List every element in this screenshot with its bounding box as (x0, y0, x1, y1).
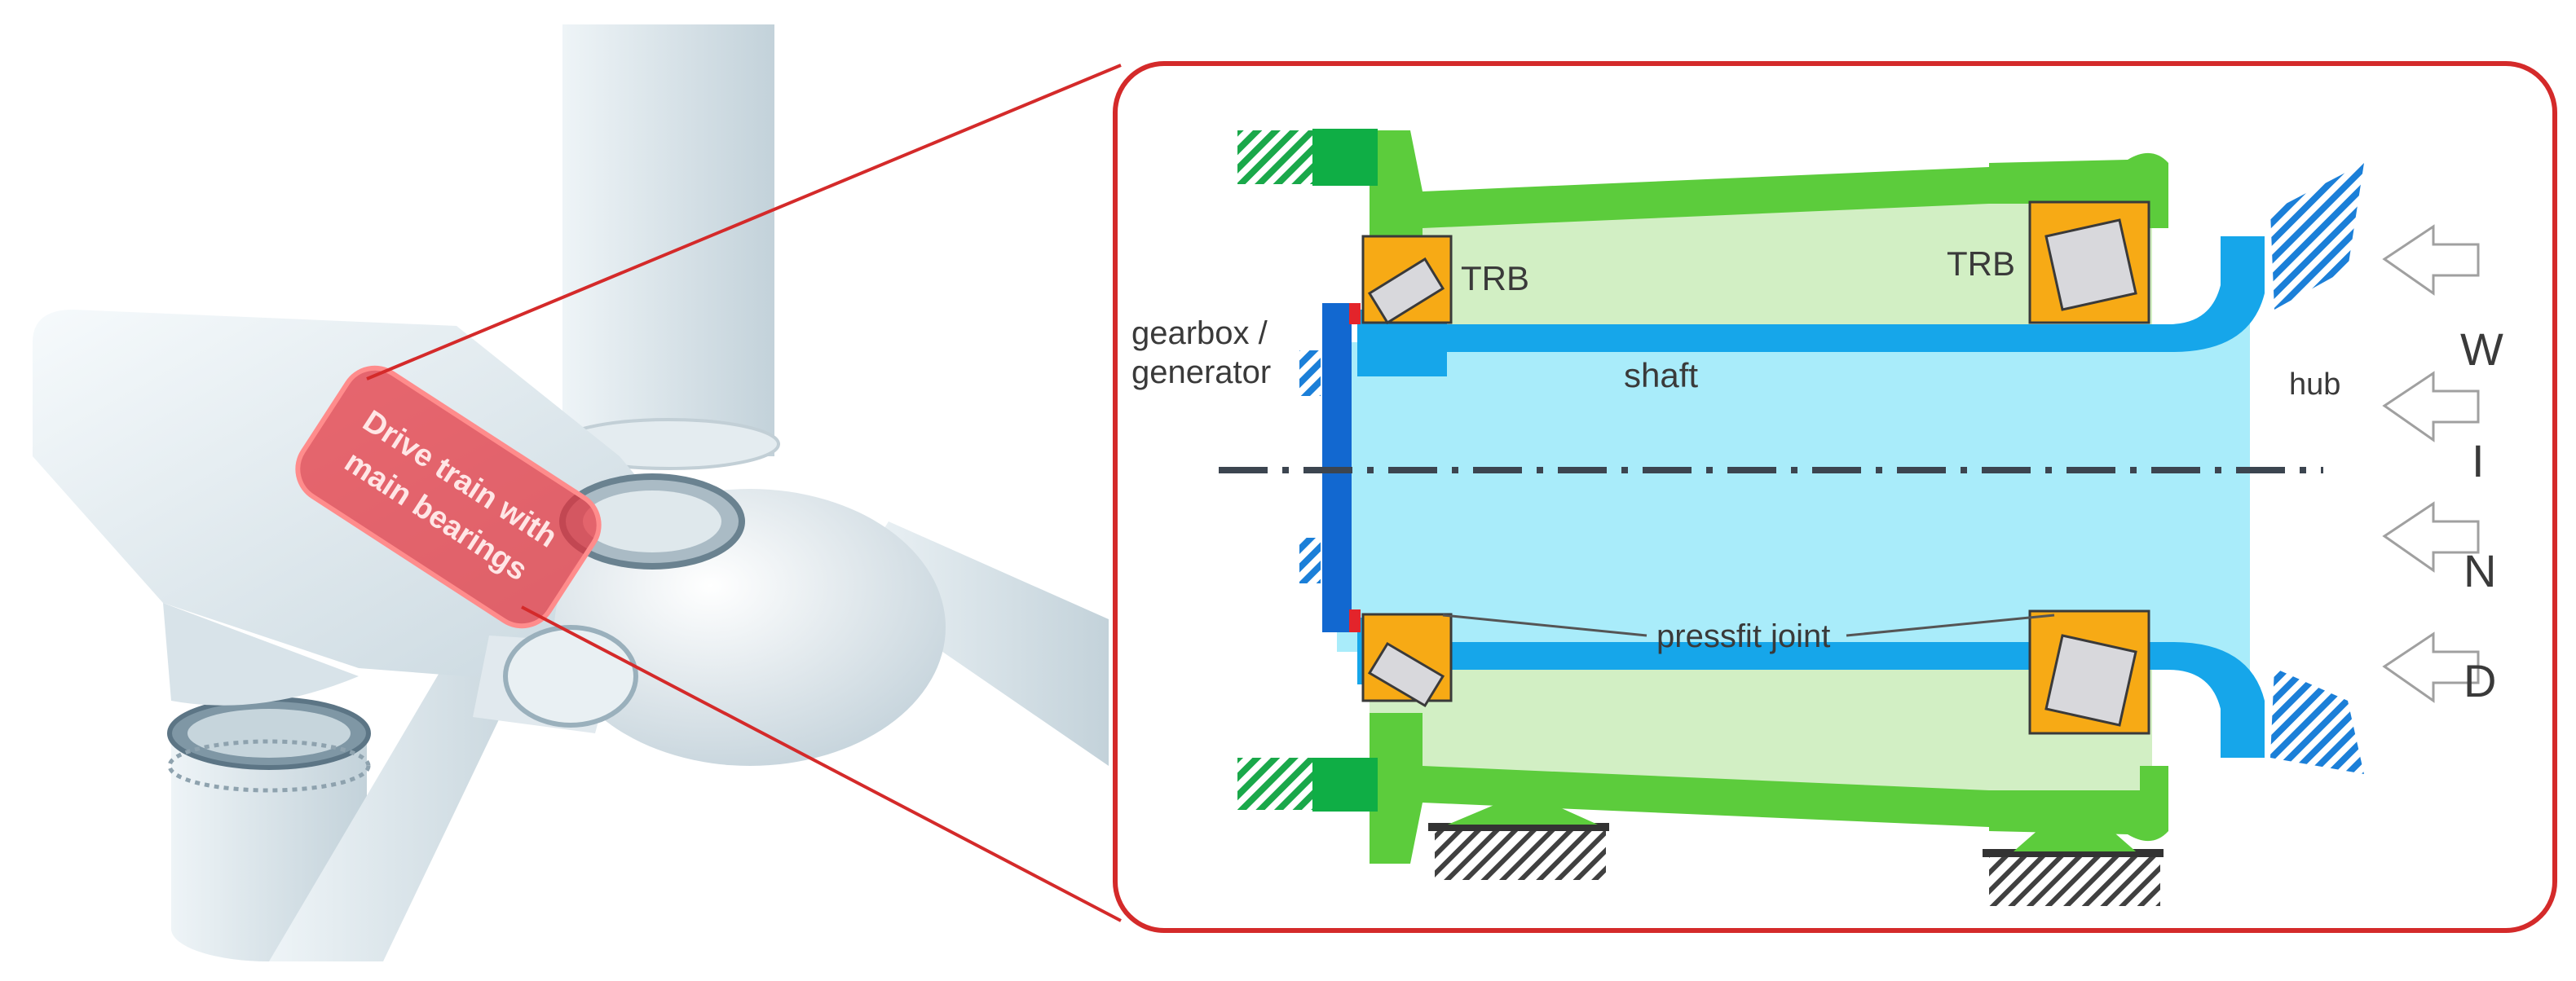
turbine-illustration: Drive train with main bearings (33, 24, 1109, 961)
gearbox-label-line-2: generator (1131, 354, 1271, 390)
housing-foot-left (1448, 803, 1598, 825)
wind-letter-n: N (2464, 545, 2496, 596)
shaft-fill (1337, 293, 2250, 701)
mount-bottom-left (1312, 758, 1378, 812)
gearbox-hatch-bottom (1299, 538, 1321, 583)
housing-foot-right (2014, 823, 2136, 851)
gearbox-hatch-top (1299, 350, 1321, 396)
hub-label: hub (2289, 367, 2340, 402)
housing-top (1370, 130, 2168, 281)
shaft-wall-top (1357, 236, 2265, 352)
leader-line-top (366, 64, 1122, 381)
hub-hatch-bottom (2270, 668, 2364, 774)
trb-right-bottom (2028, 609, 2150, 735)
trb-right-label: TRB (1947, 244, 2015, 283)
trb-left-label: TRB (1461, 259, 1529, 297)
ground-right (1983, 849, 2164, 906)
wind-letter-i: I (2472, 435, 2485, 486)
wind-letter-w: W (2460, 323, 2503, 375)
housing-bottom (1370, 713, 2168, 864)
pressfit-label: pressfit joint (1656, 618, 1830, 654)
trb-right-top (2028, 200, 2150, 324)
trb-left-top (1361, 235, 1453, 325)
trb-left-bottom (1361, 613, 1453, 708)
gearbox-label-line-1: gearbox / (1131, 315, 1268, 351)
leader-line-bottom (521, 605, 1122, 922)
wind-arrows (2382, 224, 2480, 703)
wind-letter-d: D (2464, 655, 2496, 706)
hub-hatch-top (2270, 163, 2364, 310)
ground-left (1428, 823, 1609, 880)
cross-section: TRB TRB shaft hub gearbox / generator pr… (1131, 129, 2503, 906)
mount-top-left (1312, 129, 1378, 186)
tower (562, 24, 774, 456)
drive-train-callout: Drive train with main bearings (295, 365, 602, 629)
shaft-label: shaft (1624, 356, 1698, 394)
